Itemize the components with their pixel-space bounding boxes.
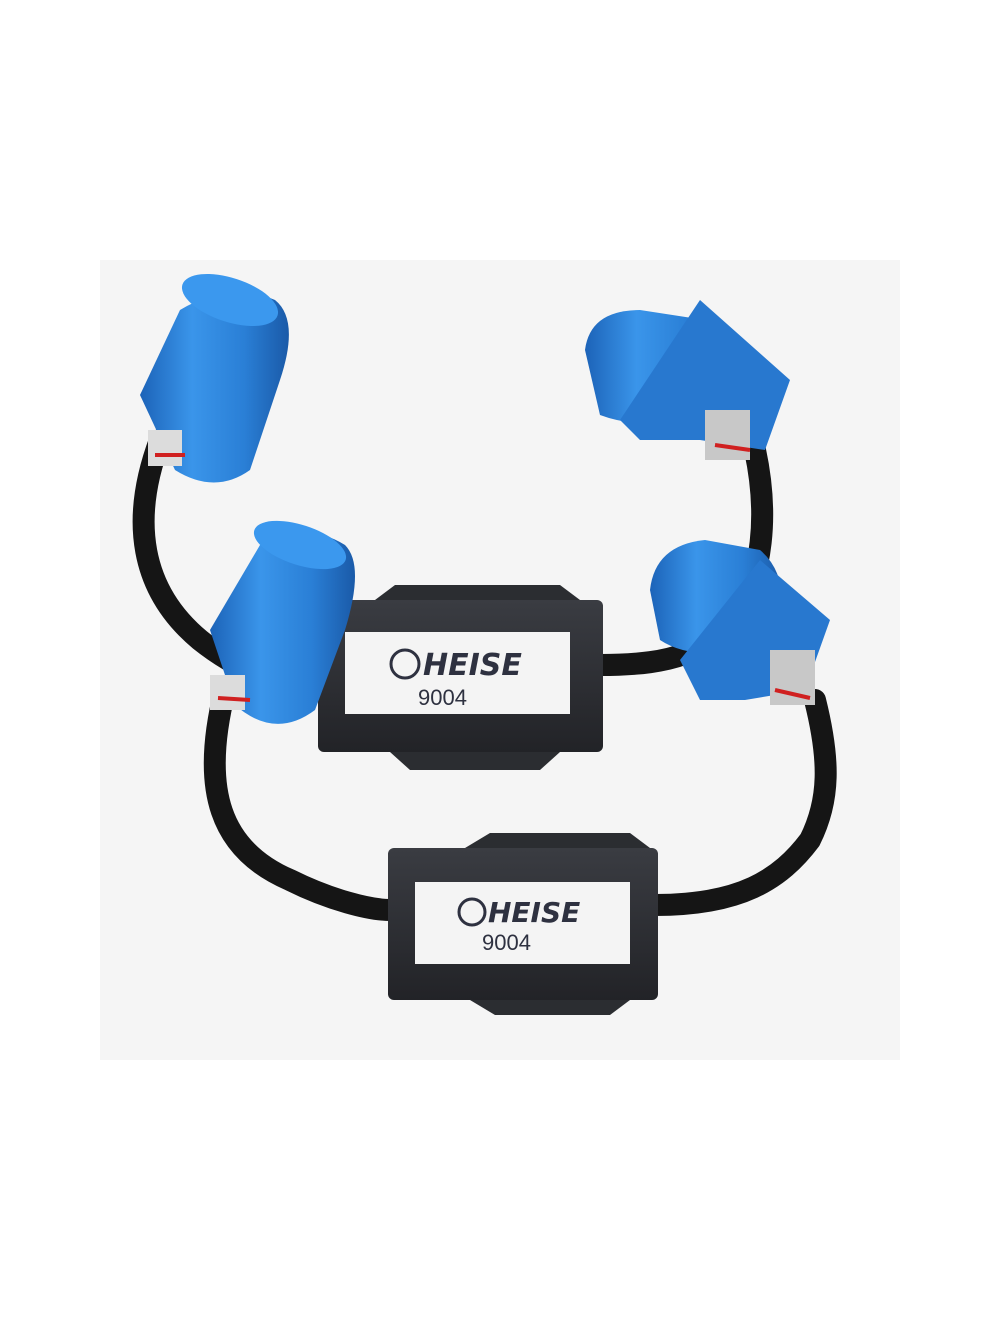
connector-cap-top-left xyxy=(140,273,289,483)
brand-label: HEISE xyxy=(423,648,522,683)
model-label: 9004 xyxy=(418,685,467,710)
connector-cap-top-right xyxy=(585,300,790,460)
decoder-box-bottom: HEISE 9004 xyxy=(388,833,658,1015)
model-label: 9004 xyxy=(482,930,531,955)
decoder-box-top: HEISE 9004 xyxy=(318,585,603,770)
connector-cap-mid-left xyxy=(210,520,355,724)
connector-cap-mid-right xyxy=(650,540,830,705)
brand-label: HEISE xyxy=(488,896,580,929)
